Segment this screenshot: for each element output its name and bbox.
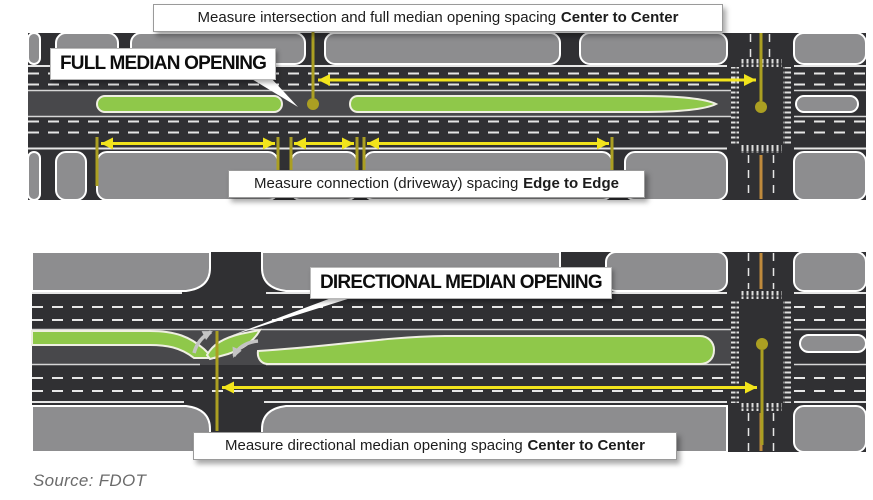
median-island-green xyxy=(31,330,216,359)
median-island-green xyxy=(96,95,283,113)
median-opening-center-dot xyxy=(307,98,319,110)
driveway-edge-lines xyxy=(95,137,614,186)
channelizing-island-green xyxy=(205,328,262,361)
callout-text: Measure directional median opening spaci… xyxy=(224,437,523,454)
median-island xyxy=(795,95,859,113)
intersection-center-dot xyxy=(756,338,768,350)
left-turn-arrow-icon xyxy=(192,330,213,354)
median-island-green xyxy=(256,335,716,365)
measurements xyxy=(215,331,768,445)
intersection-center-dot xyxy=(755,101,767,113)
callout-bold-text: Center to Center xyxy=(527,437,645,454)
source-attribution: Source: FDOT xyxy=(33,471,147,490)
callout-bold-text: Edge to Edge xyxy=(523,175,619,192)
callout-intersection-spacing: Measure intersection and full median ope… xyxy=(153,4,723,32)
callout-text: Measure connection (driveway) spacing xyxy=(254,175,519,192)
median-island-green xyxy=(348,95,719,113)
callout-text: Measure intersection and full median ope… xyxy=(197,9,557,26)
callout-bold-text: Center to Center xyxy=(560,9,679,26)
label-directional-median-opening: DIRECTIONAL MEDIAN OPENING xyxy=(310,267,612,299)
u-turn-arrow-icon xyxy=(232,339,259,358)
label-leader xyxy=(250,78,298,107)
label-full-median-opening: FULL MEDIAN OPENING xyxy=(50,48,277,80)
median-island xyxy=(799,334,867,353)
measurements xyxy=(95,30,767,186)
callout-directional-spacing: Measure directional median opening spaci… xyxy=(193,432,677,460)
label-leader xyxy=(230,297,354,336)
